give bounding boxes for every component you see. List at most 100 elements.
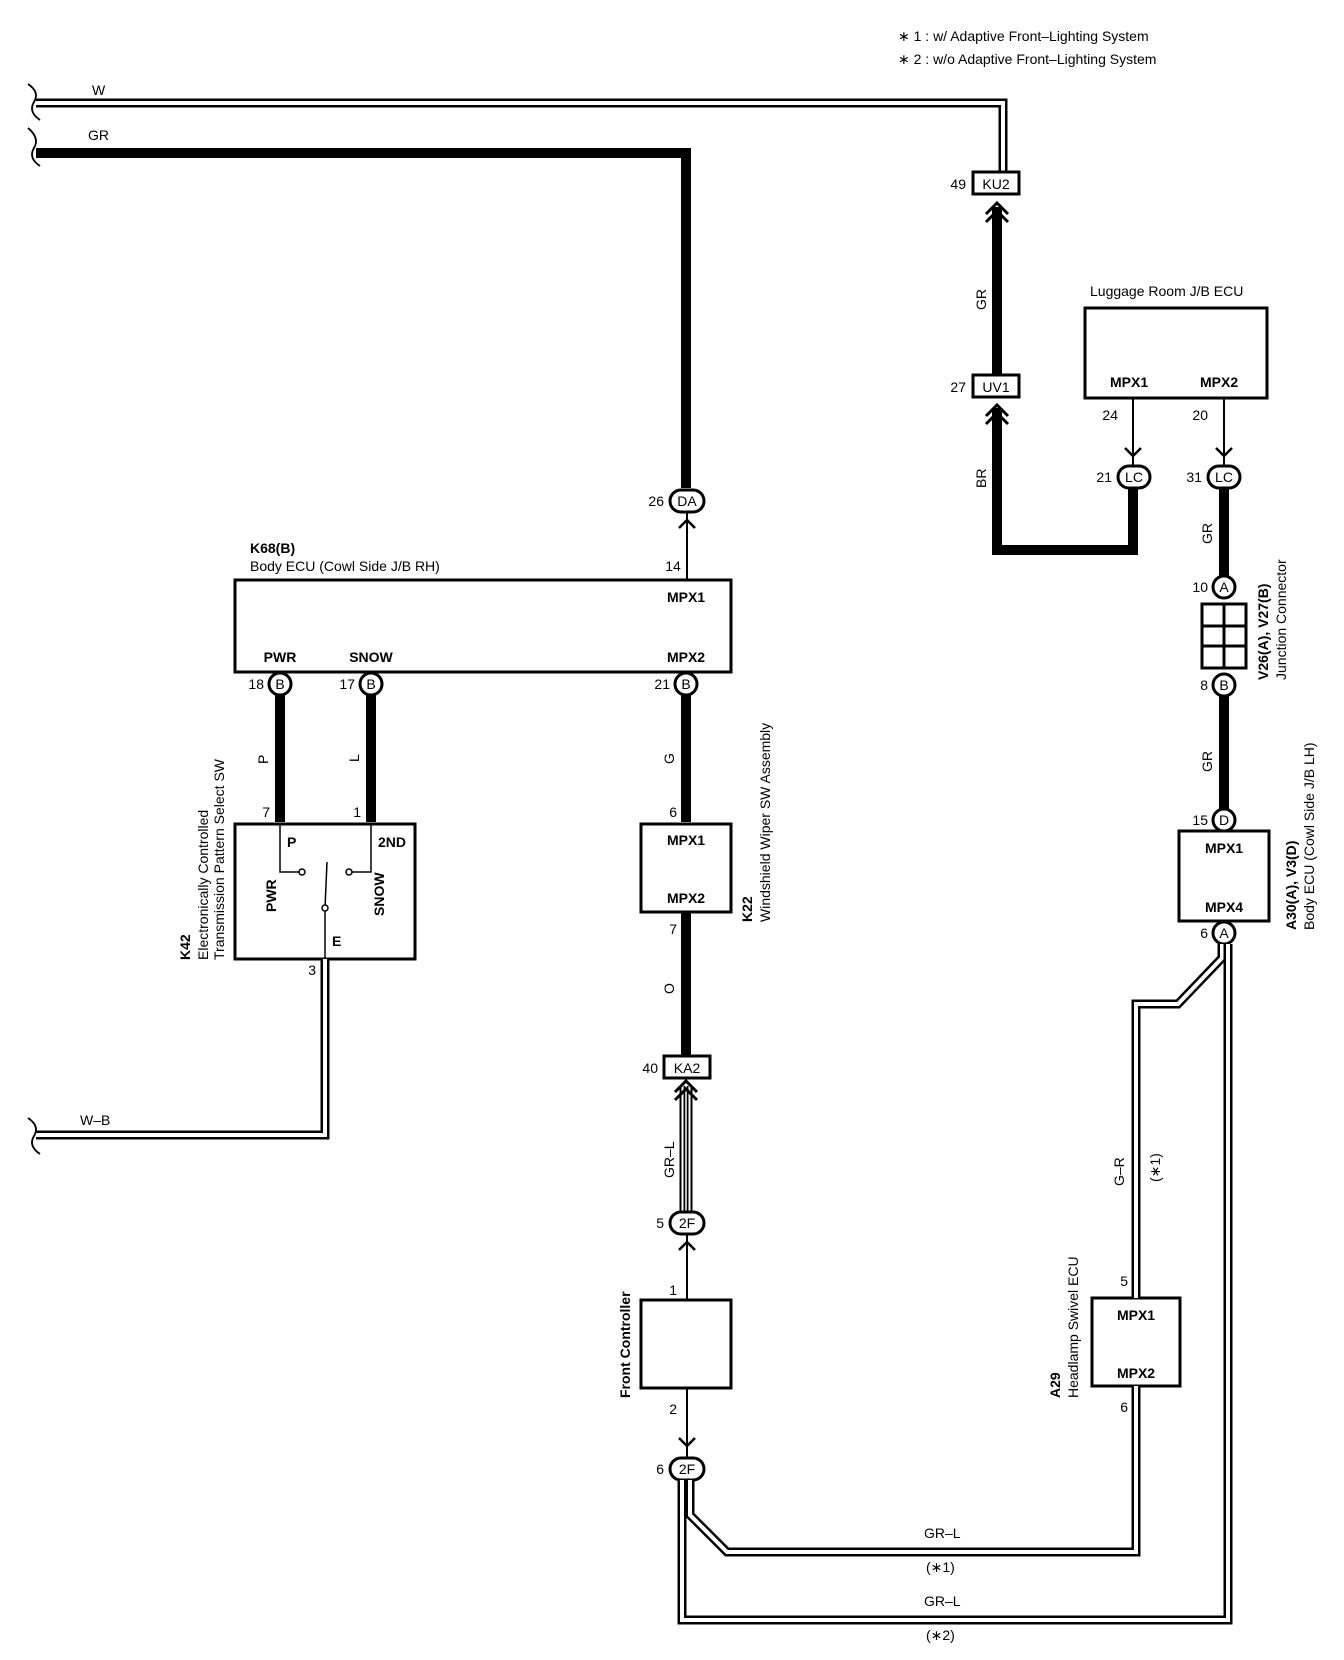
arrow-up-icon xyxy=(678,512,696,580)
connector-ku2-label: KU2 xyxy=(982,176,1009,192)
connector-da-pin: 26 xyxy=(648,493,664,509)
pattern-sw-2nd: 2ND xyxy=(378,834,406,850)
luggage-ecu-mpx1: MPX1 xyxy=(1110,374,1148,390)
body-ecu-cowl-side-rh xyxy=(233,578,733,674)
connector-lc-31-pin: 31 xyxy=(1186,469,1202,485)
wire-o-label: O xyxy=(661,983,677,994)
connector-b-17-label: B xyxy=(366,676,375,692)
body-ecu-rh-mpx2: MPX2 xyxy=(667,649,705,665)
body-ecu-lh-code: A30(A), V3(D) xyxy=(1283,841,1299,930)
wire-w-label: W xyxy=(92,82,106,98)
arrow-up-icon xyxy=(984,200,1010,224)
arrow-up-icon xyxy=(673,1078,699,1102)
note-2: ∗ 2 : w/o Adaptive Front–Lighting System xyxy=(898,51,1156,67)
body-ecu-lh-name: Body ECU (Cowl Side J/B LH) xyxy=(1301,742,1317,930)
connector-uv1 xyxy=(971,373,1021,399)
connector-b-18-label: B xyxy=(275,676,284,692)
body-ecu-rh-name: Body ECU (Cowl Side J/B RH) xyxy=(250,558,440,574)
wiper-sw-pin6: 6 xyxy=(669,804,677,820)
connector-uv1-pin: 27 xyxy=(950,379,966,395)
connector-b-21-pin: 21 xyxy=(654,676,670,692)
luggage-ecu-pin24: 24 xyxy=(1102,407,1118,423)
pattern-sw-pin7: 7 xyxy=(262,804,270,820)
wire-wb-label: W–B xyxy=(80,1112,110,1128)
luggage-ecu-pin20: 20 xyxy=(1192,407,1208,423)
luggage-ecu-mpx2: MPX2 xyxy=(1200,374,1238,390)
wire-l-label: L xyxy=(346,754,362,762)
wiper-sw-name: Windshield Wiper SW Assembly xyxy=(757,723,773,922)
wire-grl-bottom-2-note: (∗2) xyxy=(926,1627,955,1643)
wire-grl-bottom-2 xyxy=(677,944,1233,1625)
connector-d-15-pin: 15 xyxy=(1192,812,1208,828)
connector-2f-5-label: 2F xyxy=(679,1215,695,1231)
headlamp-ecu-code: A29 xyxy=(1047,1372,1063,1398)
connector-b-18-pin: 18 xyxy=(248,676,264,692)
connector-a-6-pin: 6 xyxy=(1200,925,1208,941)
connector-2f-6-label: 2F xyxy=(679,1461,695,1477)
wire-br-label: BR xyxy=(973,469,989,488)
front-controller xyxy=(639,1298,733,1390)
connector-b-8-pin: 8 xyxy=(1200,677,1208,693)
connector-b-21-label: B xyxy=(681,676,690,692)
pattern-sw-pwr: PWR xyxy=(263,879,279,912)
front-controller-pin2: 2 xyxy=(669,1401,677,1417)
wire-g-r xyxy=(1131,944,1227,1298)
wire-grl-bottom-1-note: (∗1) xyxy=(926,1559,955,1575)
body-ecu-lh-mpx4: MPX4 xyxy=(1205,899,1243,915)
arrow-up-icon xyxy=(678,1234,696,1300)
connector-ku2-pin: 49 xyxy=(950,176,966,192)
wire-gr-lc-label: GR xyxy=(1199,523,1215,544)
headlamp-ecu-pin5: 5 xyxy=(1120,1273,1128,1289)
junction-code: V26(A), V27(B) xyxy=(1255,584,1271,680)
pattern-sw-e: E xyxy=(332,933,341,949)
headlamp-ecu-name: Headlamp Swivel ECU xyxy=(1065,1256,1081,1398)
wire-gr-top-label: GR xyxy=(88,127,109,143)
connector-d-15-label: D xyxy=(1219,812,1229,828)
wire-g-r-note: (∗1) xyxy=(1147,1153,1163,1182)
arrow-down-icon xyxy=(1124,398,1142,472)
connector-lc-31-label: LC xyxy=(1215,469,1233,485)
wire-grl-bottom-1 xyxy=(685,1386,1141,1557)
arrow-up-icon xyxy=(984,402,1010,426)
body-ecu-rh-code: K68(B) xyxy=(250,540,295,556)
connector-lc-21 xyxy=(1116,464,1152,490)
luggage-ecu-title: Luggage Room J/B ECU xyxy=(1090,283,1243,299)
connector-a-6-label: A xyxy=(1219,925,1229,941)
connector-b-17-pin: 17 xyxy=(339,676,355,692)
wire-g-label: G xyxy=(661,753,677,764)
wire-grl-ka2-label: GR–L xyxy=(661,1141,677,1178)
headlamp-ecu-mpx2: MPX2 xyxy=(1117,1365,1155,1381)
wiper-sw-code: K22 xyxy=(739,896,755,922)
wire-break-marks xyxy=(27,83,41,1155)
windshield-wiper-switch xyxy=(639,822,733,914)
wire-w xyxy=(36,98,1008,175)
wire-p-label: P xyxy=(255,755,271,764)
junction-connector-block xyxy=(1200,602,1248,670)
connector-lc-21-pin: 21 xyxy=(1096,469,1112,485)
pattern-sw-line2: Transmission Pattern Select SW xyxy=(211,758,227,960)
arrow-down-icon xyxy=(1215,398,1233,472)
connector-da-label: DA xyxy=(677,493,697,509)
wire-grl-bottom-2-label: GR–L xyxy=(924,1593,961,1609)
wiper-sw-pin7: 7 xyxy=(669,921,677,937)
connector-ka2-pin: 40 xyxy=(642,1060,658,1076)
body-ecu-rh-pwr: PWR xyxy=(264,649,297,665)
connector-ka2-label: KA2 xyxy=(674,1060,701,1076)
luggage-room-jb-ecu xyxy=(1083,306,1269,400)
connector-lc-21-label: LC xyxy=(1125,469,1143,485)
body-ecu-rh-snow: SNOW xyxy=(349,649,393,665)
arrow-down-icon xyxy=(678,1388,696,1458)
pattern-sw-line1: Electronically Controlled xyxy=(195,810,211,960)
front-controller-name: Front Controller xyxy=(617,1291,633,1398)
connector-a-10 xyxy=(1211,574,1237,600)
wiper-sw-mpx1: MPX1 xyxy=(667,832,705,848)
connector-b-8-label: B xyxy=(1219,677,1228,693)
body-ecu-rh-mpx1: MPX1 xyxy=(667,589,705,605)
connector-a-10-pin: 10 xyxy=(1192,579,1208,595)
body-ecu-rh-pin14: 14 xyxy=(665,558,681,574)
pattern-sw-pin3: 3 xyxy=(308,962,316,978)
connector-uv1-label: UV1 xyxy=(982,379,1009,395)
connector-a-10-label: A xyxy=(1219,579,1229,595)
connector-ku2 xyxy=(971,170,1021,196)
